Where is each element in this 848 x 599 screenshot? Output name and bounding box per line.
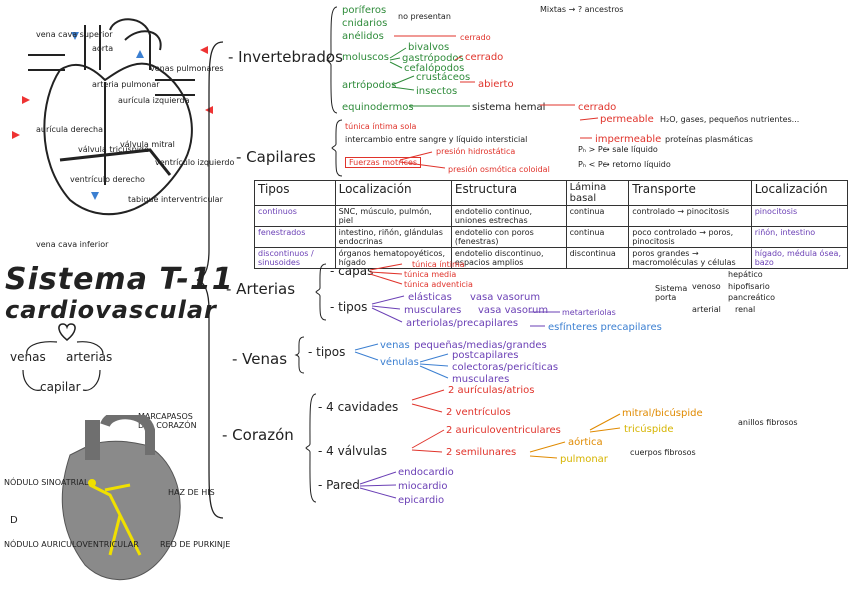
connector-arrows bbox=[0, 0, 848, 599]
